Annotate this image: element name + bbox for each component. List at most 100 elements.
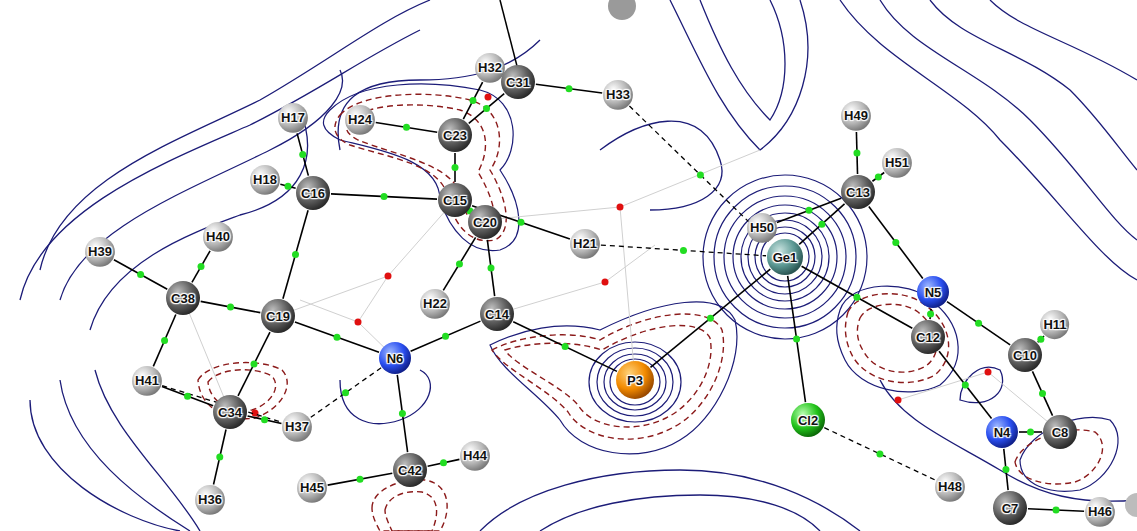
atom-label: Cl2: [791, 413, 825, 428]
atom-sphere: N5: [917, 276, 949, 308]
bond-critical-point: [299, 151, 306, 158]
atom-ball: [296, 176, 330, 210]
bond-path: [192, 251, 210, 283]
bond-critical-point: [707, 315, 714, 322]
truncated-atoms: [500, 0, 1137, 517]
atom-sphere: C8: [1043, 415, 1077, 449]
bond-path: [153, 315, 176, 367]
atom-sphere: C15: [438, 183, 472, 217]
atom-label: H36: [195, 492, 225, 507]
atom-ball: [85, 237, 115, 267]
atom-sphere: H37: [282, 412, 312, 442]
ring-contours: [323, 84, 1118, 491]
atom-label: C38: [166, 291, 200, 306]
atom-ball: [935, 472, 965, 502]
atom-ball: [261, 299, 295, 333]
atom-ball: [460, 441, 490, 471]
atom-sphere: C7: [993, 491, 1027, 525]
bond-path: [947, 302, 1010, 345]
bond-path: [162, 387, 213, 406]
bond-path: [487, 240, 494, 296]
atom-ball: [1008, 338, 1042, 372]
bond-path: [283, 210, 308, 298]
bond-critical-point: [1039, 390, 1046, 397]
bond-critical-point: [793, 335, 800, 342]
bond-path: [114, 260, 167, 290]
bond-path: [872, 173, 884, 182]
bond-critical-point: [1053, 507, 1060, 514]
atom-ball: [841, 101, 871, 131]
atom-sphere: H11: [1040, 310, 1069, 339]
bond-critical-point: [680, 247, 687, 254]
bond-path: [397, 375, 407, 452]
atom-label: C12: [911, 330, 945, 345]
bond-critical-point: [818, 221, 825, 228]
bond-critical-point: [442, 333, 449, 340]
atom-ball: [393, 453, 427, 487]
bond-critical-point: [853, 149, 860, 156]
interaction-path: [824, 428, 935, 481]
atom-label: C31: [501, 75, 535, 90]
bond-path: [869, 206, 923, 278]
atom-ball: [438, 118, 472, 152]
atom-sphere: H21: [570, 229, 600, 259]
bond-critical-point: [342, 389, 349, 396]
bond-path: [328, 473, 393, 485]
bond-critical-point: [517, 219, 524, 226]
bond-path: [214, 430, 226, 485]
bond-critical-point: [1002, 466, 1009, 473]
atom-label: H39: [85, 244, 115, 259]
bond-critical-point: [562, 343, 569, 350]
atom-label: C10: [1008, 348, 1042, 363]
atom-label: H48: [935, 479, 965, 494]
atom-label: C34: [213, 405, 247, 420]
bond-critical-point: [381, 193, 388, 200]
atom-ball: [917, 276, 949, 308]
atom-label: C19: [261, 309, 295, 324]
atom-label: H40: [203, 229, 233, 244]
bond-critical-point: [806, 207, 813, 214]
bond-path: [469, 94, 504, 124]
bond-critical-point: [927, 311, 934, 318]
atom-ball: [1043, 415, 1077, 449]
atom-label: H37: [282, 419, 312, 434]
atom-label: C13: [841, 185, 875, 200]
bond-critical-point: [892, 239, 899, 246]
atom-sphere: H49: [841, 101, 871, 131]
atom-ball: [501, 65, 535, 99]
atom-ball: [616, 361, 654, 399]
atom-sphere: C42: [393, 453, 427, 487]
atom-label: H41: [132, 373, 162, 388]
bond-path: [513, 322, 617, 372]
atom-label: H44: [460, 448, 490, 463]
atom-ball: [468, 205, 502, 239]
atom-ball: [882, 148, 912, 178]
atom-ball: [203, 222, 233, 252]
atom-sphere: C14: [480, 297, 514, 331]
bond-critical-point: [198, 263, 205, 270]
atom-sphere: H50: [747, 213, 777, 243]
atom-ball: [132, 366, 162, 396]
atom-sphere: H33: [603, 80, 633, 110]
bond-critical-point: [456, 260, 463, 267]
atom-sphere: H36: [195, 485, 225, 515]
atom-label: H32: [475, 60, 505, 75]
bond-critical-point: [875, 173, 882, 180]
atom-ball: [250, 165, 280, 195]
bond-critical-point: [216, 454, 223, 461]
bond-critical-point: [161, 337, 168, 344]
bond-critical-point: [469, 97, 476, 104]
atom-label: C20: [468, 215, 502, 230]
bond-critical-point: [284, 183, 291, 190]
bond-critical-point: [261, 416, 268, 423]
ge-contours: [703, 175, 867, 339]
bond-critical-point: [440, 459, 447, 466]
atom-sphere: N4: [986, 416, 1018, 448]
bond-path: [201, 301, 261, 312]
atom-ball: [911, 320, 945, 354]
atom-ball: [1040, 310, 1069, 339]
atom-ball: [480, 297, 514, 331]
